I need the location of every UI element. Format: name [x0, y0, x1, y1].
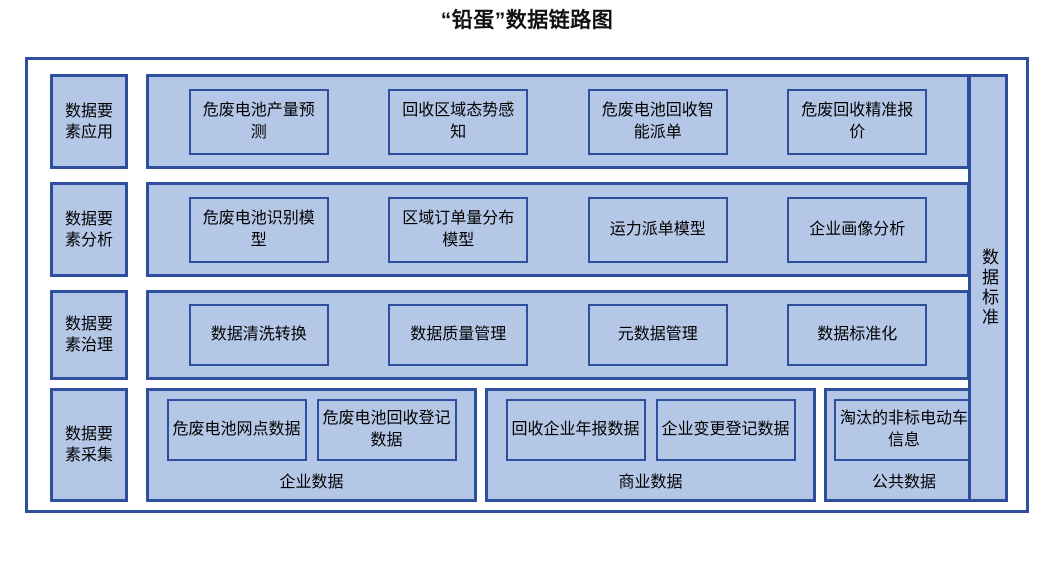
layer-row-governance: 数据要素治理 数据清洗转换 数据质量管理 元数据管理 数据标准化 — [50, 290, 970, 380]
item-box[interactable]: 企业画像分析 — [787, 196, 928, 263]
layer-row-collection: 数据要素采集 危废电池网点数据 危废电池回收登记数据 企业数据 回收企业年报数据… — [50, 388, 984, 502]
item-box[interactable]: 区域订单量分布模型 — [388, 196, 529, 263]
source-row: 回收企业年报数据 企业变更登记数据 — [505, 399, 796, 461]
item-box[interactable]: 运力派单模型 — [587, 196, 728, 263]
source-group-caption: 企业数据 — [279, 474, 344, 491]
layers-area: 数据要素应用 危废电池产量预测 回收区域态势感知 危废电池回收智能派单 危废回收… — [50, 74, 984, 502]
layer-label-governance-text: 数据要素治理 — [64, 316, 113, 354]
layer-label-analysis-text: 数据要素分析 — [64, 210, 113, 249]
layer-row-analysis: 数据要素分析 危废电池识别模型 区域订单量分布模型 运力派单模型 企业画像分析 — [50, 182, 970, 277]
source-group-public-data: 淘汰的非标电动车信息 公共数据 — [824, 388, 984, 502]
source-group-enterprise-data: 危废电池网点数据 危废电池回收登记数据 企业数据 — [146, 388, 477, 502]
layer-label-collection[interactable]: 数据要素采集 — [50, 388, 128, 502]
item-box[interactable]: 元数据管理 — [587, 304, 728, 366]
item-box[interactable]: 数据质量管理 — [388, 304, 529, 366]
source-box[interactable]: 淘汰的非标电动车信息 — [834, 399, 974, 461]
source-group-caption: 公共数据 — [871, 474, 936, 491]
item-box[interactable]: 危废电池识别模型 — [188, 196, 329, 263]
layer-label-application-text: 数据要素应用 — [64, 102, 113, 141]
source-box[interactable]: 危废电池回收登记数据 — [316, 399, 457, 461]
item-box[interactable]: 数据清洗转换 — [188, 304, 329, 366]
source-box[interactable]: 企业变更登记数据 — [655, 399, 796, 461]
layer-band-application: 危废电池产量预测 回收区域态势感知 危废电池回收智能派单 危废回收精准报价 — [146, 74, 970, 169]
layer-band-governance: 数据清洗转换 数据质量管理 元数据管理 数据标准化 — [146, 290, 970, 380]
item-box[interactable]: 危废电池产量预测 — [188, 88, 329, 155]
source-box[interactable]: 危废电池网点数据 — [166, 399, 307, 461]
layer-band-analysis: 危废电池识别模型 区域订单量分布模型 运力派单模型 企业画像分析 — [146, 182, 970, 277]
item-box[interactable]: 危废电池回收智能派单 — [587, 88, 728, 155]
layer-row-application: 数据要素应用 危废电池产量预测 回收区域态势感知 危废电池回收智能派单 危废回收… — [50, 74, 970, 169]
layer-label-analysis[interactable]: 数据要素分析 — [50, 182, 128, 277]
standards-column[interactable]: 数据标准 — [968, 74, 1008, 502]
layer-label-collection-text: 数据要素采集 — [64, 426, 113, 464]
source-groups: 危废电池网点数据 危废电池回收登记数据 企业数据 回收企业年报数据 企业变更登记… — [146, 388, 984, 502]
item-box[interactable]: 危废回收精准报价 — [787, 88, 928, 155]
source-box[interactable]: 回收企业年报数据 — [505, 399, 646, 461]
page-title: “铅蛋”数据链路图 — [440, 9, 614, 32]
layer-label-application[interactable]: 数据要素应用 — [50, 74, 128, 169]
source-row: 危废电池网点数据 危废电池回收登记数据 — [166, 399, 457, 461]
layer-label-governance[interactable]: 数据要素治理 — [50, 290, 128, 380]
item-box[interactable]: 回收区域态势感知 — [388, 88, 529, 155]
diagram-frame: 数据要素应用 危废电池产量预测 回收区域态势感知 危废电池回收智能派单 危废回收… — [25, 57, 1029, 513]
standards-column-label: 数据标准 — [979, 248, 998, 328]
source-group-caption: 商业数据 — [618, 474, 683, 491]
item-box[interactable]: 数据标准化 — [787, 304, 928, 366]
source-group-business-data: 回收企业年报数据 企业变更登记数据 商业数据 — [485, 388, 816, 502]
source-row: 淘汰的非标电动车信息 — [834, 399, 974, 461]
